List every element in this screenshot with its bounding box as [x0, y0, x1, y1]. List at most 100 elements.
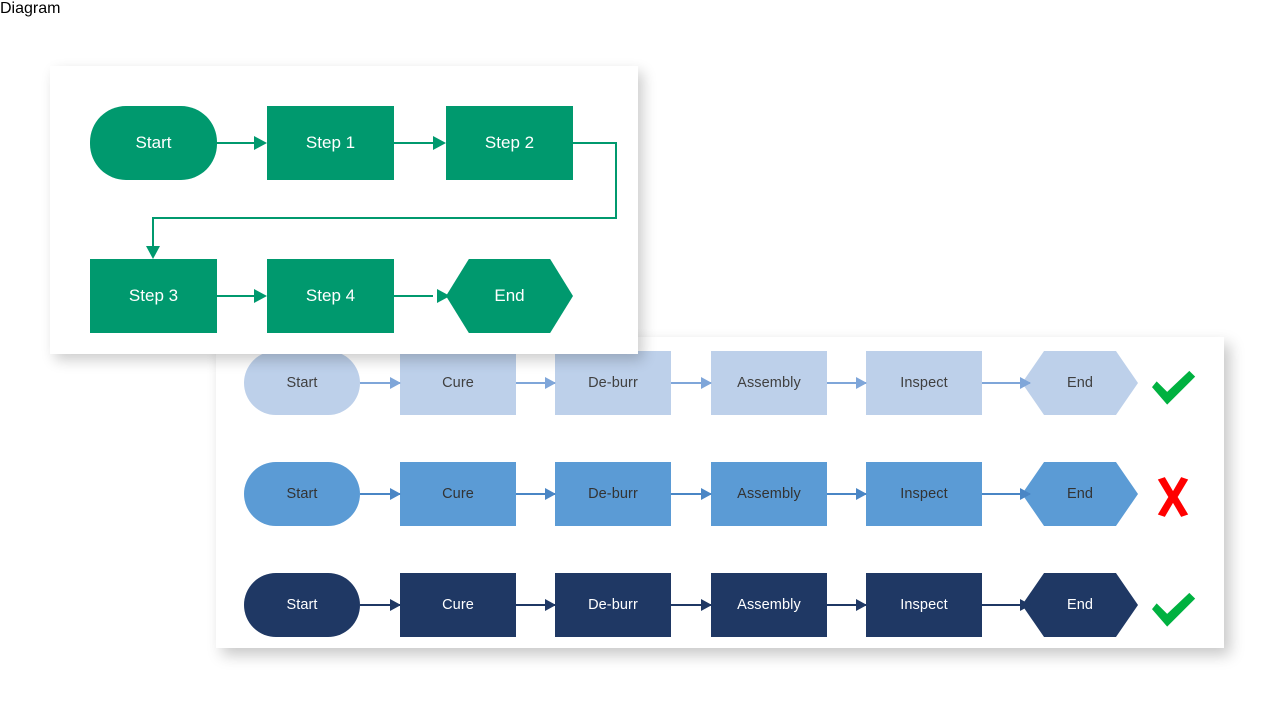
stage-connector-arrow	[982, 488, 1031, 500]
connector-line	[360, 604, 400, 606]
stage-node-deburr[interactable]: De-burr	[555, 462, 671, 526]
connector-arrowhead	[1020, 599, 1031, 611]
connector-arrowhead	[390, 488, 401, 500]
connector-line	[671, 493, 711, 495]
stage-connector-arrow	[671, 377, 712, 389]
connector-arrowhead	[1020, 488, 1031, 500]
green-node-start[interactable]: Start	[90, 106, 217, 180]
connector-arrowhead	[545, 488, 556, 500]
connector-line	[982, 604, 1030, 606]
green-node-end[interactable]: End	[446, 259, 573, 333]
connector-line	[671, 604, 711, 606]
stage-connector-arrow	[827, 377, 867, 389]
stage-node-assembly[interactable]: Assembly	[711, 573, 827, 637]
green-node-label: Step 4	[305, 286, 356, 305]
stage-connector-arrow	[827, 488, 867, 500]
connector-arrowhead	[390, 599, 401, 611]
stage-label: End	[1066, 597, 1094, 613]
stage-connector-arrow	[671, 599, 712, 611]
green-node-label: Step 3	[128, 286, 179, 305]
green-node-step-3[interactable]: Step 3	[90, 259, 217, 333]
green-node-step-4[interactable]: Step 4	[267, 259, 394, 333]
stage-label: Start	[286, 597, 318, 613]
stage-connector-arrow	[516, 599, 556, 611]
connector-arrowhead	[701, 488, 712, 500]
green-node-step-2[interactable]: Step 2	[446, 106, 573, 180]
stage-connector-arrow	[360, 599, 401, 611]
stage-connector-arrow	[360, 377, 401, 389]
green-node-label: Step 2	[484, 133, 535, 152]
stage-node-assembly[interactable]: Assembly	[711, 351, 827, 415]
green-flowchart: Start Step 1 Step 2 Step 3 Step 4 End	[50, 66, 638, 354]
stage-label: De-burr	[588, 486, 638, 502]
stage-node-assembly[interactable]: Assembly	[711, 462, 827, 526]
connector-line	[827, 604, 866, 606]
stage-connector-arrow	[671, 488, 712, 500]
connector-line	[516, 604, 555, 606]
process-row-light: Start Cure De-burr Assembly Inspect End	[216, 337, 1224, 441]
connector-arrowhead	[856, 377, 867, 389]
stage-connector-arrow	[982, 377, 1031, 389]
verdict-check-icon	[1140, 575, 1206, 641]
stage-node-cure[interactable]: Cure	[400, 351, 516, 415]
connector-arrowhead	[545, 599, 556, 611]
connector-line	[827, 382, 866, 384]
process-flow-dark: Start Cure De-burr Assembly Inspect End	[230, 559, 1140, 663]
stage-node-deburr[interactable]: De-burr	[555, 351, 671, 415]
connector-line	[982, 493, 1030, 495]
stage-connector-arrow	[360, 488, 401, 500]
process-comparison-panel: Start Cure De-burr Assembly Inspect End …	[216, 337, 1224, 648]
stage-node-cure[interactable]: Cure	[400, 462, 516, 526]
process-row-medium: Start Cure De-burr Assembly Inspect End	[216, 448, 1224, 552]
stage-node-inspect[interactable]: Inspect	[866, 573, 982, 637]
stage-connector-arrow	[516, 377, 556, 389]
stage-connector-arrow	[982, 599, 1031, 611]
connector-arrowhead	[856, 599, 867, 611]
connector-arrowhead	[545, 377, 556, 389]
connector-line	[360, 493, 400, 495]
connector-line	[516, 493, 555, 495]
stage-node-cure[interactable]: Cure	[400, 573, 516, 637]
stage-label: Cure	[442, 375, 474, 391]
stage-label: Inspect	[900, 597, 948, 613]
connector-line	[671, 382, 711, 384]
stage-node-start[interactable]: Start	[244, 462, 360, 526]
verdict-cross-icon	[1140, 464, 1206, 530]
stage-node-start[interactable]: Start	[244, 573, 360, 637]
stage-node-end[interactable]: End	[1022, 573, 1138, 637]
stage-label: Cure	[442, 486, 474, 502]
connector-arrowhead	[1020, 377, 1031, 389]
stage-node-start[interactable]: Start	[244, 351, 360, 415]
stage-node-deburr[interactable]: De-burr	[555, 573, 671, 637]
green-node-step-1[interactable]: Step 1	[267, 106, 394, 180]
connector-line	[516, 382, 555, 384]
connector-line	[982, 382, 1030, 384]
stage-label: Assembly	[737, 486, 801, 502]
stage-label: De-burr	[588, 597, 638, 613]
stage-node-end[interactable]: End	[1022, 351, 1138, 415]
connector-line	[360, 382, 400, 384]
stage-label: End	[1066, 375, 1094, 391]
stage-label: De-burr	[588, 375, 638, 391]
stage-label: Start	[286, 375, 318, 391]
stage-node-end[interactable]: End	[1022, 462, 1138, 526]
connector-arrowhead	[390, 377, 401, 389]
green-node-label: Start	[135, 133, 172, 152]
stage-label: Assembly	[737, 375, 801, 391]
stage-node-inspect[interactable]: Inspect	[866, 462, 982, 526]
process-flow-light: Start Cure De-burr Assembly Inspect End	[230, 337, 1140, 441]
stage-label: End	[1066, 486, 1094, 502]
stage-node-inspect[interactable]: Inspect	[866, 351, 982, 415]
green-node-label: Step 1	[305, 133, 356, 152]
connector-arrowhead	[856, 488, 867, 500]
verdict-check-icon	[1140, 353, 1206, 419]
stage-connector-arrow	[516, 488, 556, 500]
connector-line	[827, 493, 866, 495]
green-node-label: End	[494, 286, 525, 305]
connector-arrowhead	[701, 377, 712, 389]
stage-label: Inspect	[900, 375, 948, 391]
stage-label: Cure	[442, 597, 474, 613]
stage-label: Start	[286, 486, 318, 502]
connector-arrowhead	[701, 599, 712, 611]
stage-label: Assembly	[737, 597, 801, 613]
